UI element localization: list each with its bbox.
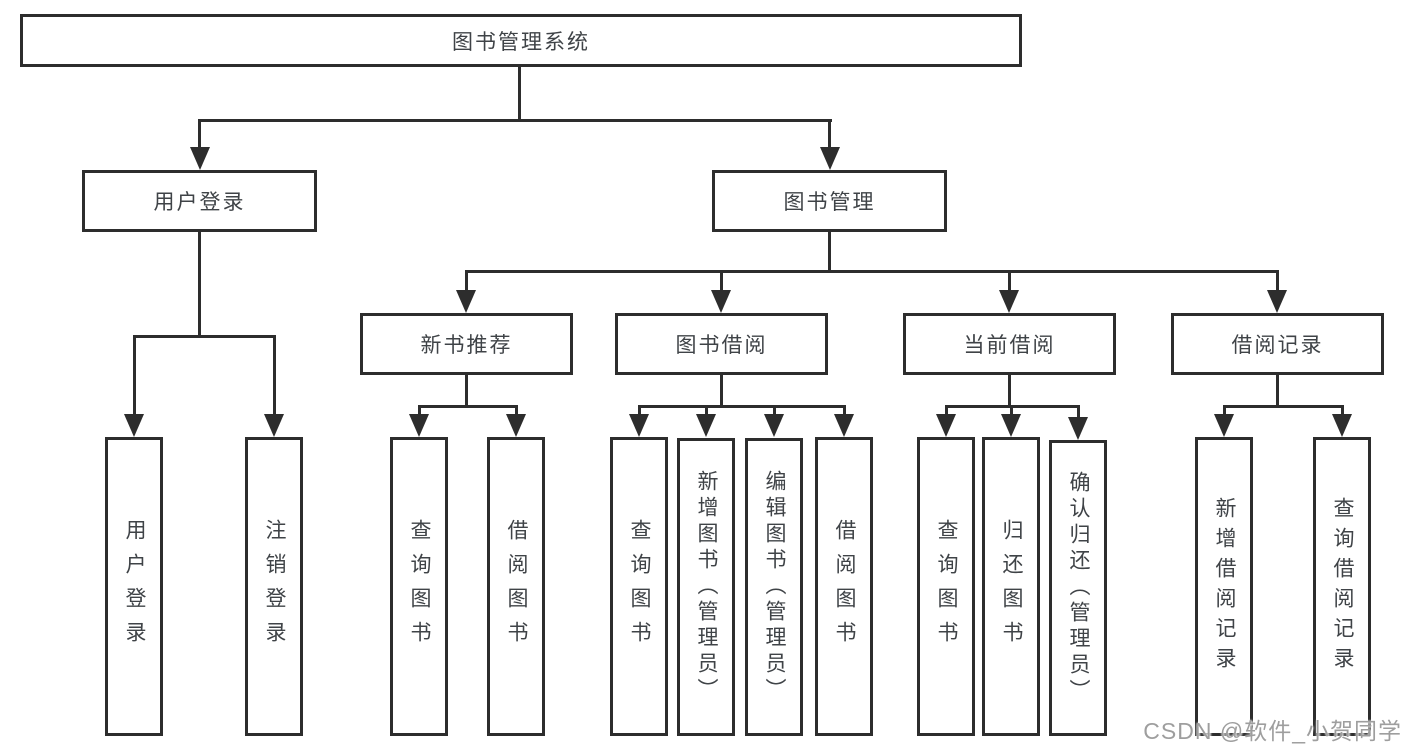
leaf-query-books-recommend: 查询图书 bbox=[390, 437, 448, 736]
arrow-down-icon bbox=[190, 147, 210, 170]
connector-line bbox=[1341, 405, 1344, 417]
leaf-logout-login: 注销登录 bbox=[245, 437, 303, 736]
connector-line bbox=[638, 405, 846, 408]
csdn-watermark: CSDN @软件_小贺同学 bbox=[1143, 718, 1402, 744]
arrow-down-icon bbox=[1068, 417, 1088, 440]
arrow-down-icon bbox=[1001, 414, 1021, 437]
arrow-down-icon bbox=[409, 414, 429, 437]
connector-line bbox=[515, 405, 518, 417]
arrow-down-icon bbox=[820, 147, 840, 170]
leaf-return-books: 归还图书 bbox=[982, 437, 1040, 736]
connector-line bbox=[1010, 405, 1013, 417]
leaf-confirm-return-admin: 确认归还（管理员） bbox=[1049, 440, 1107, 736]
leaf-borrow-books-borrowing: 借阅图书 bbox=[815, 437, 873, 736]
arrow-down-icon bbox=[456, 290, 476, 313]
arrow-down-icon bbox=[711, 290, 731, 313]
connector-line bbox=[133, 335, 136, 417]
node-user-login: 用户登录 bbox=[82, 170, 317, 232]
connector-line bbox=[828, 232, 831, 273]
arrow-down-icon bbox=[124, 414, 144, 437]
connector-line bbox=[198, 119, 832, 122]
leaf-query-borrow-record: 查询借阅记录 bbox=[1313, 437, 1371, 736]
arrow-down-icon bbox=[696, 414, 716, 437]
node-book-management: 图书管理 bbox=[712, 170, 947, 232]
connector-line bbox=[418, 405, 518, 408]
connector-line bbox=[465, 375, 468, 408]
arrow-down-icon bbox=[264, 414, 284, 437]
connector-line bbox=[465, 270, 1279, 273]
connector-line bbox=[828, 119, 831, 150]
connector-line bbox=[198, 232, 201, 337]
arrow-down-icon bbox=[1214, 414, 1234, 437]
connector-line bbox=[273, 335, 276, 417]
connector-line bbox=[720, 270, 723, 293]
connector-line bbox=[705, 405, 708, 417]
arrow-down-icon bbox=[936, 414, 956, 437]
arrow-down-icon bbox=[834, 414, 854, 437]
connector-line bbox=[1223, 405, 1344, 408]
node-new-book-recommendation: 新书推荐 bbox=[360, 313, 573, 375]
leaf-query-books-borrowing: 查询图书 bbox=[610, 437, 668, 736]
connector-line bbox=[1008, 270, 1011, 293]
arrow-down-icon bbox=[999, 290, 1019, 313]
node-borrowing-records: 借阅记录 bbox=[1171, 313, 1384, 375]
connector-line bbox=[773, 405, 776, 417]
leaf-user-login: 用户登录 bbox=[105, 437, 163, 736]
node-library-management-system: 图书管理系统 bbox=[20, 14, 1022, 67]
leaf-add-borrow-record: 新增借阅记录 bbox=[1195, 437, 1253, 736]
leaf-add-books-admin: 新增图书（管理员） bbox=[677, 438, 735, 736]
connector-line bbox=[1008, 375, 1011, 408]
connector-line bbox=[1077, 405, 1080, 420]
connector-line bbox=[1276, 375, 1279, 408]
leaf-query-books-current: 查询图书 bbox=[917, 437, 975, 736]
connector-line bbox=[638, 405, 641, 417]
arrow-down-icon bbox=[764, 414, 784, 437]
connector-line bbox=[945, 405, 948, 417]
leaf-edit-books-admin: 编辑图书（管理员） bbox=[745, 438, 803, 736]
arrow-down-icon bbox=[506, 414, 526, 437]
leaf-borrow-books-recommend: 借阅图书 bbox=[487, 437, 545, 736]
node-book-borrowing: 图书借阅 bbox=[615, 313, 828, 375]
connector-line bbox=[418, 405, 421, 417]
connector-line bbox=[465, 270, 468, 293]
connector-line bbox=[518, 67, 521, 122]
arrow-down-icon bbox=[1332, 414, 1352, 437]
connector-line bbox=[843, 405, 846, 417]
connector-line bbox=[1223, 405, 1226, 417]
arrow-down-icon bbox=[1267, 290, 1287, 313]
node-current-borrowing: 当前借阅 bbox=[903, 313, 1116, 375]
connector-line bbox=[1276, 270, 1279, 293]
arrow-down-icon bbox=[629, 414, 649, 437]
connector-line bbox=[133, 335, 276, 338]
connector-line bbox=[198, 119, 201, 150]
connector-line bbox=[720, 375, 723, 408]
